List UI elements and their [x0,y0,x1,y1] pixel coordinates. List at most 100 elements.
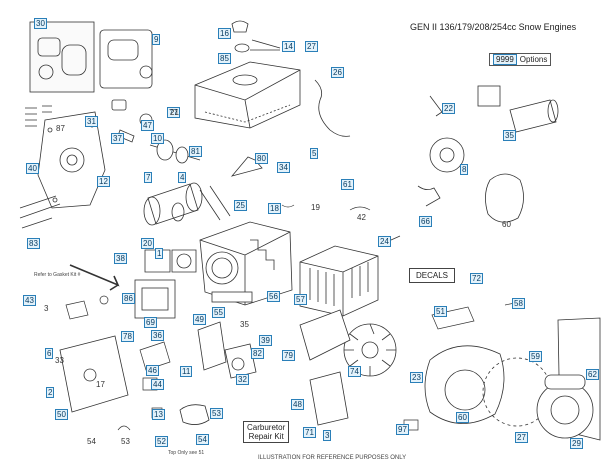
callout-56[interactable]: 56 [267,291,280,302]
stator-drawing [429,137,524,223]
callout-74[interactable]: 74 [348,366,361,377]
callout-36[interactable]: 36 [151,330,164,341]
callout-57[interactable]: 57 [294,294,307,305]
callout-23[interactable]: 23 [410,372,423,383]
options-label: Options [519,55,548,64]
callout-52[interactable]: 52 [155,436,168,447]
ignition-coil-drawing [417,185,441,207]
callout-38[interactable]: 38 [114,253,127,264]
callout-27[interactable]: 27 [305,41,318,52]
label-87: 87 [56,124,65,133]
label-33: 33 [55,356,64,365]
callout-43[interactable]: 43 [23,295,36,306]
carburetor-repair-kit-box[interactable]: Carburetor Repair Kit [243,421,290,443]
piston-drawing [143,182,231,226]
recoil-starter-drawing [536,374,594,439]
callout-59[interactable]: 59 [529,351,542,362]
callout-97[interactable]: 97 [396,424,409,435]
callout-13[interactable]: 13 [152,409,165,420]
decals-box[interactable]: DECALS [409,268,456,283]
callout-37[interactable]: 37 [111,133,124,144]
callout-20[interactable]: 20 [141,238,154,249]
callout-28[interactable]: 29 [570,438,583,449]
callout-55[interactable]: 55 [212,307,225,318]
callout-39[interactable]: 39 [259,335,272,346]
callout-86[interactable]: 86 [122,293,135,304]
callout-85[interactable]: 85 [218,53,231,64]
crankcase-cover-drawing [37,111,106,209]
carburetor-drawing [179,343,257,425]
callout-14[interactable]: 14 [282,41,295,52]
callout-5[interactable]: 5 [310,148,319,159]
callout-6[interactable]: 6 [45,348,54,359]
label-54: 54 [87,437,96,446]
callout-18[interactable]: 18 [268,203,281,214]
callout-4[interactable]: 4 [178,172,187,183]
callout-81[interactable]: 81 [189,146,202,157]
callout-58[interactable]: 58 [512,298,525,309]
callout-83[interactable]: 83 [27,238,40,249]
callout-22[interactable]: 22 [442,103,455,114]
callout-40[interactable]: 40 [26,163,39,174]
callout-44[interactable]: 44 [151,379,164,390]
callout-82[interactable]: 82 [251,348,264,359]
callout-49[interactable]: 49 [193,314,206,325]
footer-disclaimer: ILLUSTRATION FOR REFERENCE PURPOSES ONLY [258,455,407,461]
callout-80[interactable]: 80 [255,153,268,164]
callout-54[interactable]: 54 [196,434,209,445]
callout-26[interactable]: 26 [331,67,344,78]
muffler-drawing [299,245,379,317]
callout-31[interactable]: 31 [85,116,98,127]
callout-60[interactable]: 60 [456,412,469,423]
callout-78[interactable]: 78 [121,331,134,342]
label-21: 21 [170,108,179,117]
callout-46[interactable]: 46 [146,365,159,376]
label-3: 3 [44,304,49,313]
callout-72[interactable]: 72 [470,273,483,284]
note-left: Refer to Gasket Kit # [34,272,81,278]
carb-line-1: Carburetor [247,423,286,432]
callout-66[interactable]: 66 [419,216,432,227]
callout-47[interactable]: 47 [141,120,154,131]
callout-71[interactable]: 71 [303,427,316,438]
label-19: 19 [311,203,320,212]
callout-10[interactable]: 10 [151,133,164,144]
callout-9[interactable]: 9 [152,34,161,45]
callout-1[interactable]: 1 [155,248,164,259]
diagram-title: GEN II 136/179/208/254cc Snow Engines [410,22,577,32]
callout-69[interactable]: 69 [144,317,157,328]
callout-16[interactable]: 16 [218,28,231,39]
callout-79[interactable]: 79 [282,350,295,361]
gasket-set-drawing [29,21,153,93]
flywheel-drawing [343,323,397,377]
callout-62[interactable]: 62 [586,369,599,380]
callout-8[interactable]: 8 [460,164,469,175]
callout-34[interactable]: 34 [277,162,290,173]
fuel-line-drawing [314,79,351,137]
label-35: 35 [240,320,249,329]
callout-12[interactable]: 12 [97,176,110,187]
callout-35[interactable]: 35 [503,130,516,141]
callout-24[interactable]: 24 [378,236,391,247]
callout-32[interactable]: 32 [236,374,249,385]
callout-53[interactable]: 53 [210,408,223,419]
note-bottom: Top Only see 51 [168,450,205,456]
callout-25[interactable]: 25 [234,200,247,211]
callout-30[interactable]: 30 [34,18,47,29]
callout-77[interactable]: 77 [167,107,180,118]
callout-51[interactable]: 51 [434,306,447,317]
callout-11[interactable]: 11 [180,366,193,377]
callout-7[interactable]: 7 [144,172,153,183]
callout-61[interactable]: 61 [341,179,354,190]
callout-3[interactable]: 3 [323,430,332,441]
callout-2[interactable]: 2 [46,387,55,398]
callout-50[interactable]: 50 [55,409,68,420]
fuel-tank-drawing [194,20,301,129]
label-60: 60 [502,220,511,229]
label-53: 53 [121,437,130,446]
callout-27-lower[interactable]: 27 [515,432,528,443]
callout-48[interactable]: 48 [291,399,304,410]
